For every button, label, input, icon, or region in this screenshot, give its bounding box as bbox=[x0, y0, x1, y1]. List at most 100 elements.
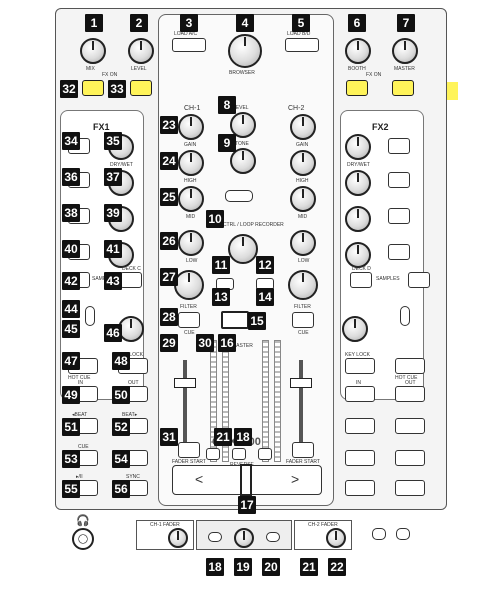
ch2-low-knob[interactable] bbox=[290, 230, 316, 256]
ch1-label: CH-1 bbox=[184, 105, 201, 112]
badge-3: 3 bbox=[180, 14, 198, 32]
ch1-high-knob[interactable] bbox=[178, 150, 204, 176]
loop-knob-left[interactable] bbox=[118, 316, 144, 342]
ch1-fader-curve-knob[interactable] bbox=[168, 528, 188, 548]
ch2-filter-knob[interactable] bbox=[288, 270, 318, 300]
browser-knob[interactable] bbox=[228, 34, 262, 68]
center-display-button[interactable] bbox=[221, 311, 249, 329]
fx2-dry-wet-label: DRY/WET bbox=[347, 162, 370, 168]
mic-level-knob[interactable] bbox=[230, 112, 256, 138]
samples-right-label: SAMPLES bbox=[376, 276, 400, 282]
headphone-level-knob[interactable] bbox=[128, 38, 154, 64]
fx2-knob-1[interactable] bbox=[345, 170, 371, 196]
samples-right-button[interactable] bbox=[408, 272, 430, 288]
mix-knob[interactable] bbox=[80, 38, 106, 64]
reverse-button-1[interactable] bbox=[206, 448, 220, 460]
badge-38: 38 bbox=[62, 204, 80, 222]
hot-cue-right-button[interactable] bbox=[395, 358, 425, 374]
badge-16: 16 bbox=[218, 334, 236, 352]
beat-minus-right-button[interactable] bbox=[345, 418, 375, 434]
badge-5: 5 bbox=[292, 14, 310, 32]
fx2-button-3[interactable] bbox=[388, 208, 410, 224]
ch1-filter-label: FILTER bbox=[180, 304, 197, 310]
fx2-button-1[interactable] bbox=[388, 138, 410, 154]
fx2-dry-wet-knob[interactable] bbox=[345, 134, 371, 160]
rev-toggle-2[interactable] bbox=[266, 532, 280, 542]
out-right-label: OUT bbox=[405, 380, 416, 386]
cup-right-button[interactable] bbox=[345, 450, 375, 466]
reverse-button-3[interactable] bbox=[258, 448, 272, 460]
badge-40: 40 bbox=[62, 240, 80, 258]
ch1-fader[interactable] bbox=[174, 378, 196, 388]
fader-start-right-label: FADER START bbox=[286, 459, 320, 465]
badge-1: 1 bbox=[85, 14, 103, 32]
reverse-button-2[interactable] bbox=[232, 448, 246, 460]
badge-15: 15 bbox=[248, 312, 266, 330]
fx-on-button-4[interactable] bbox=[392, 80, 414, 96]
mic-tone-knob[interactable] bbox=[230, 148, 256, 174]
ch2-high-knob[interactable] bbox=[290, 150, 316, 176]
bottom-switch-2[interactable] bbox=[396, 528, 410, 540]
ch2-fader[interactable] bbox=[290, 378, 312, 388]
cue-right-button[interactable] bbox=[395, 450, 425, 466]
headphone-jack[interactable] bbox=[72, 528, 94, 550]
play-right-button[interactable] bbox=[395, 480, 425, 496]
in-right-button[interactable] bbox=[345, 386, 375, 402]
out-right-button[interactable] bbox=[395, 386, 425, 402]
badge-22-bottom: 22 bbox=[328, 558, 346, 576]
fader-start-left[interactable] bbox=[178, 442, 200, 458]
badge-31: 31 bbox=[160, 428, 178, 446]
load-a-button[interactable] bbox=[172, 38, 206, 52]
ch2-fader-curve-knob[interactable] bbox=[326, 528, 346, 548]
deck-c-button[interactable] bbox=[120, 272, 142, 288]
rev-toggle-1[interactable] bbox=[208, 532, 222, 542]
crossfader[interactable]: < > bbox=[172, 464, 322, 496]
badge-54: 54 bbox=[112, 450, 130, 468]
badge-53: 53 bbox=[62, 450, 80, 468]
fx-on-button-3[interactable] bbox=[346, 80, 368, 96]
fx2-button-2[interactable] bbox=[388, 172, 410, 188]
sync-right-button[interactable] bbox=[345, 480, 375, 496]
fx-on-button-1[interactable] bbox=[82, 80, 104, 96]
badge-7: 7 bbox=[397, 14, 415, 32]
crossfader-curve-knob[interactable] bbox=[234, 528, 254, 548]
meter-4 bbox=[274, 340, 281, 462]
key-lock-right-button[interactable] bbox=[345, 358, 375, 374]
fx2-knob-3[interactable] bbox=[345, 242, 371, 268]
master-knob[interactable] bbox=[392, 38, 418, 64]
load-b-button[interactable] bbox=[285, 38, 319, 52]
fader-start-right[interactable] bbox=[292, 442, 314, 458]
ch1-low-knob[interactable] bbox=[178, 230, 204, 256]
ch1-mid-knob[interactable] bbox=[178, 186, 204, 212]
beat-plus-right-button[interactable] bbox=[395, 418, 425, 434]
badge-20-bottom: 20 bbox=[262, 558, 280, 576]
video-xf-toggle[interactable] bbox=[225, 190, 253, 202]
ch2-cue-button[interactable] bbox=[292, 312, 314, 328]
badge-6: 6 bbox=[348, 14, 366, 32]
booth-knob[interactable] bbox=[345, 38, 371, 64]
video-ctrl-knob[interactable] bbox=[228, 234, 258, 264]
crossfader-cap[interactable] bbox=[240, 464, 252, 496]
ch2-high-label: HIGH bbox=[296, 178, 309, 184]
deck-d-button[interactable] bbox=[350, 272, 372, 288]
key-lock-left-label: KEY LOCK bbox=[118, 352, 143, 358]
mic-tone-label: TONE bbox=[235, 141, 249, 147]
ch1-cue-button[interactable] bbox=[178, 312, 200, 328]
fx2-knob-2[interactable] bbox=[345, 206, 371, 232]
mode-toggle-left[interactable] bbox=[85, 306, 95, 326]
mode-toggle-right[interactable] bbox=[400, 306, 410, 326]
hot-cue-right-label: HOT CUE bbox=[395, 375, 418, 381]
bottom-switch-1[interactable] bbox=[372, 528, 386, 540]
out-left-label: OUT bbox=[128, 380, 139, 386]
ch2-mid-knob[interactable] bbox=[290, 186, 316, 212]
ch2-gain-knob[interactable] bbox=[290, 114, 316, 140]
badge-49: 49 bbox=[62, 386, 80, 404]
ch2-cue-label: CUE bbox=[298, 330, 309, 336]
fx2-button-4[interactable] bbox=[388, 244, 410, 260]
ch1-filter-knob[interactable] bbox=[174, 270, 204, 300]
badge-56: 56 bbox=[112, 480, 130, 498]
ch1-gain-knob[interactable] bbox=[178, 114, 204, 140]
fx-on-button-2[interactable] bbox=[130, 80, 152, 96]
loop-knob-right[interactable] bbox=[342, 316, 368, 342]
badge-4: 4 bbox=[236, 14, 254, 32]
